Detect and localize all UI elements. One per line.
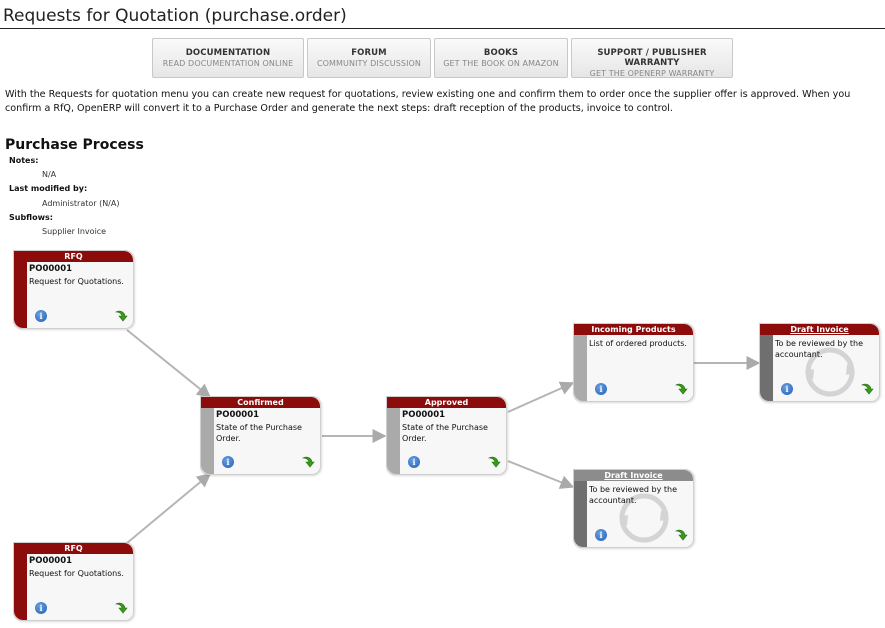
- refresh-cycle-icon: [619, 493, 669, 543]
- notes-label: Notes:: [9, 156, 39, 165]
- node-side-bar: [201, 397, 214, 474]
- node-header: RFQ: [14, 543, 133, 554]
- info-icon[interactable]: i: [595, 529, 607, 541]
- node-description: To be reviewed by the accountant.: [775, 339, 863, 359]
- transition-rfq-bottom-to-confirmed: [126, 473, 212, 544]
- node-header-link[interactable]: Draft Invoice: [574, 470, 693, 481]
- node-side-bar: [14, 251, 27, 328]
- green-arrow-icon[interactable]: [114, 601, 128, 615]
- books-button[interactable]: BOOKS GET THE BOOK ON AMAZON: [434, 38, 568, 78]
- support-button-title: SUPPORT / PUBLISHER WARRANTY: [597, 48, 707, 68]
- node-header: Confirmed: [201, 397, 320, 408]
- node-side-bar: [387, 397, 400, 474]
- support-button-subtitle: GET THE OPENERP WARRANTY: [589, 69, 715, 78]
- green-arrow-icon[interactable]: [487, 455, 501, 469]
- transition-approved-to-draft-invoice: [507, 460, 575, 489]
- documentation-button[interactable]: DOCUMENTATION READ DOCUMENTATION ONLINE: [152, 38, 304, 78]
- page-title: Requests for Quotation (purchase.order): [3, 6, 347, 26]
- node-record-code: PO00001: [29, 556, 73, 566]
- title-divider: [0, 28, 885, 29]
- node-description: Request for Quotations.: [29, 277, 124, 286]
- last-modified-label: Last modified by:: [9, 184, 88, 193]
- notes-value: N/A: [42, 170, 57, 179]
- green-arrow-icon[interactable]: [301, 455, 315, 469]
- info-icon[interactable]: i: [222, 456, 234, 468]
- node-description: To be reviewed by the accountant.: [589, 485, 677, 505]
- node-approved[interactable]: Approved PO00001 State of the Purchase O…: [386, 396, 507, 475]
- transition-approved-to-incoming: [507, 381, 575, 413]
- forum-button-subtitle: COMMUNITY DISCUSSION: [316, 59, 422, 68]
- node-side-bar: [14, 543, 27, 620]
- node-record-code: PO00001: [402, 410, 446, 420]
- node-record-code: PO00001: [216, 410, 260, 420]
- intro-text: With the Requests for quotation menu you…: [5, 89, 851, 114]
- forum-button-title: FORUM: [351, 48, 387, 58]
- node-header: Incoming Products: [574, 324, 693, 335]
- green-arrow-icon[interactable]: [860, 382, 874, 396]
- node-header-link[interactable]: Draft Invoice: [760, 324, 879, 335]
- node-draft-invoice-lower[interactable]: Draft Invoice To be reviewed by the acco…: [573, 469, 694, 548]
- node-side-bar: [574, 470, 587, 547]
- books-button-subtitle: GET THE BOOK ON AMAZON: [443, 59, 559, 68]
- process-title: Purchase Process: [5, 137, 144, 153]
- green-arrow-icon[interactable]: [114, 309, 128, 323]
- node-description: List of ordered products.: [589, 339, 687, 348]
- node-incoming-products[interactable]: Incoming Products List of ordered produc…: [573, 323, 694, 402]
- support-warranty-button[interactable]: SUPPORT / PUBLISHER WARRANTY GET THE OPE…: [571, 38, 733, 78]
- info-icon[interactable]: i: [408, 456, 420, 468]
- node-draft-invoice-right[interactable]: Draft Invoice To be reviewed by the acco…: [759, 323, 880, 402]
- forum-button[interactable]: FORUM COMMUNITY DISCUSSION: [307, 38, 431, 78]
- node-description: State of the Purchase Order.: [402, 423, 488, 443]
- info-icon[interactable]: i: [595, 383, 607, 395]
- refresh-cycle-icon: [805, 347, 855, 397]
- node-rfq-bottom[interactable]: RFQ PO00001 Request for Quotations. i: [13, 542, 134, 621]
- node-confirmed[interactable]: Confirmed PO00001 State of the Purchase …: [200, 396, 321, 475]
- documentation-button-subtitle: READ DOCUMENTATION ONLINE: [162, 59, 294, 68]
- node-side-bar: [574, 324, 587, 401]
- node-rfq-top[interactable]: RFQ PO00001 Request for Quotations. i: [13, 250, 134, 329]
- subflows-value: Supplier Invoice: [42, 227, 107, 236]
- books-button-title: BOOKS: [483, 48, 519, 58]
- last-modified-value: Administrator (N/A): [42, 199, 120, 208]
- transition-rfq-top-to-confirmed: [126, 329, 212, 398]
- node-description: Request for Quotations.: [29, 569, 124, 578]
- info-icon[interactable]: i: [35, 310, 47, 322]
- node-header: RFQ: [14, 251, 133, 262]
- subflows-label: Subflows:: [9, 213, 53, 222]
- node-side-bar: [760, 324, 773, 401]
- green-arrow-icon[interactable]: [674, 528, 688, 542]
- green-arrow-icon[interactable]: [674, 382, 688, 396]
- node-description: State of the Purchase Order.: [216, 423, 302, 443]
- info-icon[interactable]: i: [781, 383, 793, 395]
- node-header: Approved: [387, 397, 506, 408]
- documentation-button-title: DOCUMENTATION: [185, 48, 271, 58]
- node-record-code: PO00001: [29, 264, 73, 274]
- info-icon[interactable]: i: [35, 602, 47, 614]
